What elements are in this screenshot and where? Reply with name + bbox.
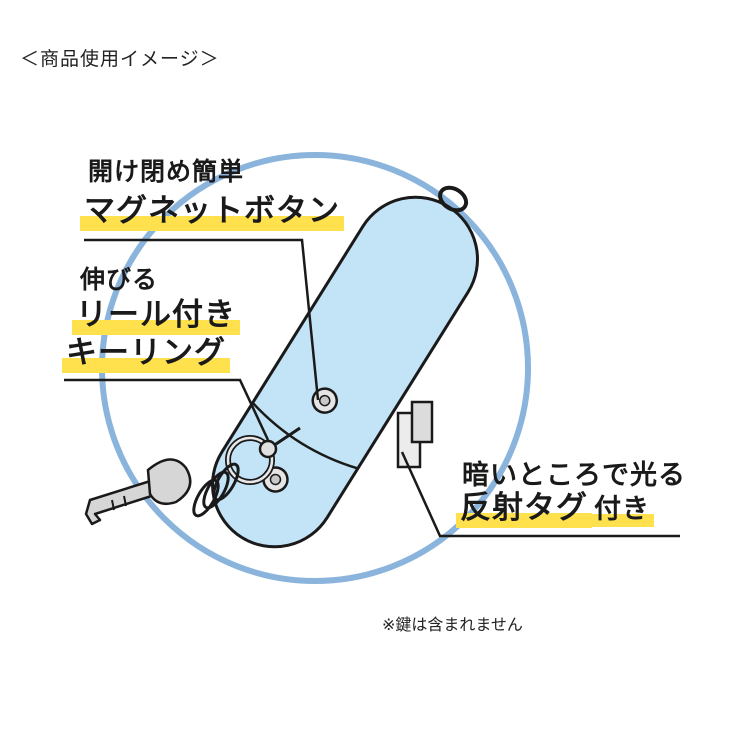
magnet-sub-label: 開け閉め簡単 bbox=[88, 157, 245, 186]
reflector-suffix-text: 付き bbox=[592, 494, 654, 527]
split-rings bbox=[192, 462, 240, 518]
reel-main-text-2: キーリング bbox=[62, 335, 230, 373]
reel-sub-label: 伸びる bbox=[80, 265, 159, 294]
reflector-sub-label: 暗いところで光る bbox=[462, 460, 686, 491]
reel-main-label-2: キーリング bbox=[62, 335, 230, 373]
page-caption: ＜商品使用イメージ＞ bbox=[20, 48, 220, 70]
disclaimer-note: ※鍵は含まれません bbox=[382, 615, 523, 634]
leader-magnet bbox=[84, 238, 320, 401]
leader-reflector bbox=[400, 451, 680, 538]
leader-reel bbox=[64, 378, 270, 441]
magnet-button bbox=[311, 387, 339, 414]
key bbox=[84, 458, 192, 526]
magnet-main-label: マグネットボタン bbox=[80, 193, 344, 231]
reflector-main-text: 反射タグ bbox=[456, 490, 592, 528]
reflector-tag bbox=[396, 400, 434, 469]
magnet-main-text: マグネットボタン bbox=[80, 193, 344, 231]
reflector-main-label: 反射タグ付き bbox=[456, 490, 654, 528]
reel-main-text-1: リール付き bbox=[72, 297, 240, 335]
reel-main-label-1: リール付き bbox=[72, 297, 240, 335]
